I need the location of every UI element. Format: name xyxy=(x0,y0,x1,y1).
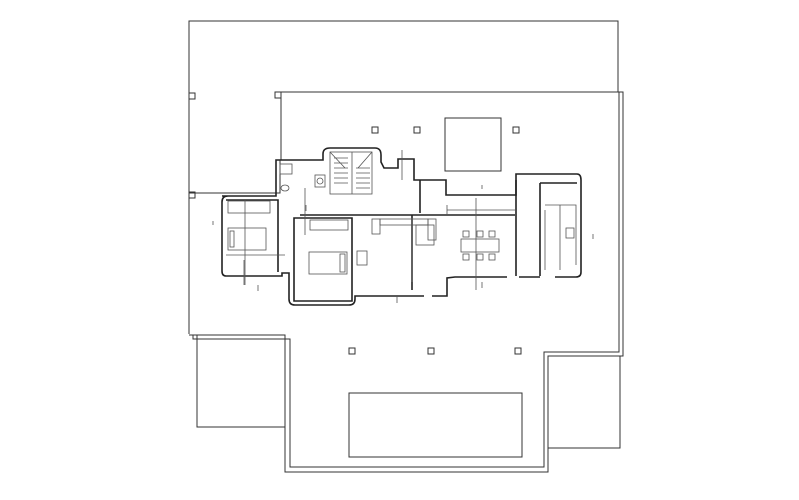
column xyxy=(371,126,379,134)
skylight xyxy=(444,117,502,172)
column xyxy=(427,347,435,355)
bedroom-left-furniture xyxy=(226,200,285,285)
column xyxy=(514,347,522,355)
pool xyxy=(348,392,523,458)
side-terraces xyxy=(196,334,621,449)
columns xyxy=(188,91,522,355)
terrace-right xyxy=(547,355,621,449)
column xyxy=(188,191,196,199)
staircase xyxy=(329,151,373,195)
column xyxy=(413,126,421,134)
column xyxy=(512,126,520,134)
column xyxy=(188,92,196,100)
site-outline xyxy=(188,20,624,473)
bedroom-center-furniture xyxy=(308,219,368,275)
dimension-lines xyxy=(212,150,594,303)
house-walls xyxy=(221,147,582,306)
bathroom-fixtures xyxy=(279,163,326,192)
column xyxy=(274,91,282,99)
dining-table xyxy=(460,230,500,261)
kitchen xyxy=(545,204,577,270)
living-furniture xyxy=(371,218,437,246)
terrace-left xyxy=(196,334,286,428)
column xyxy=(348,347,356,355)
